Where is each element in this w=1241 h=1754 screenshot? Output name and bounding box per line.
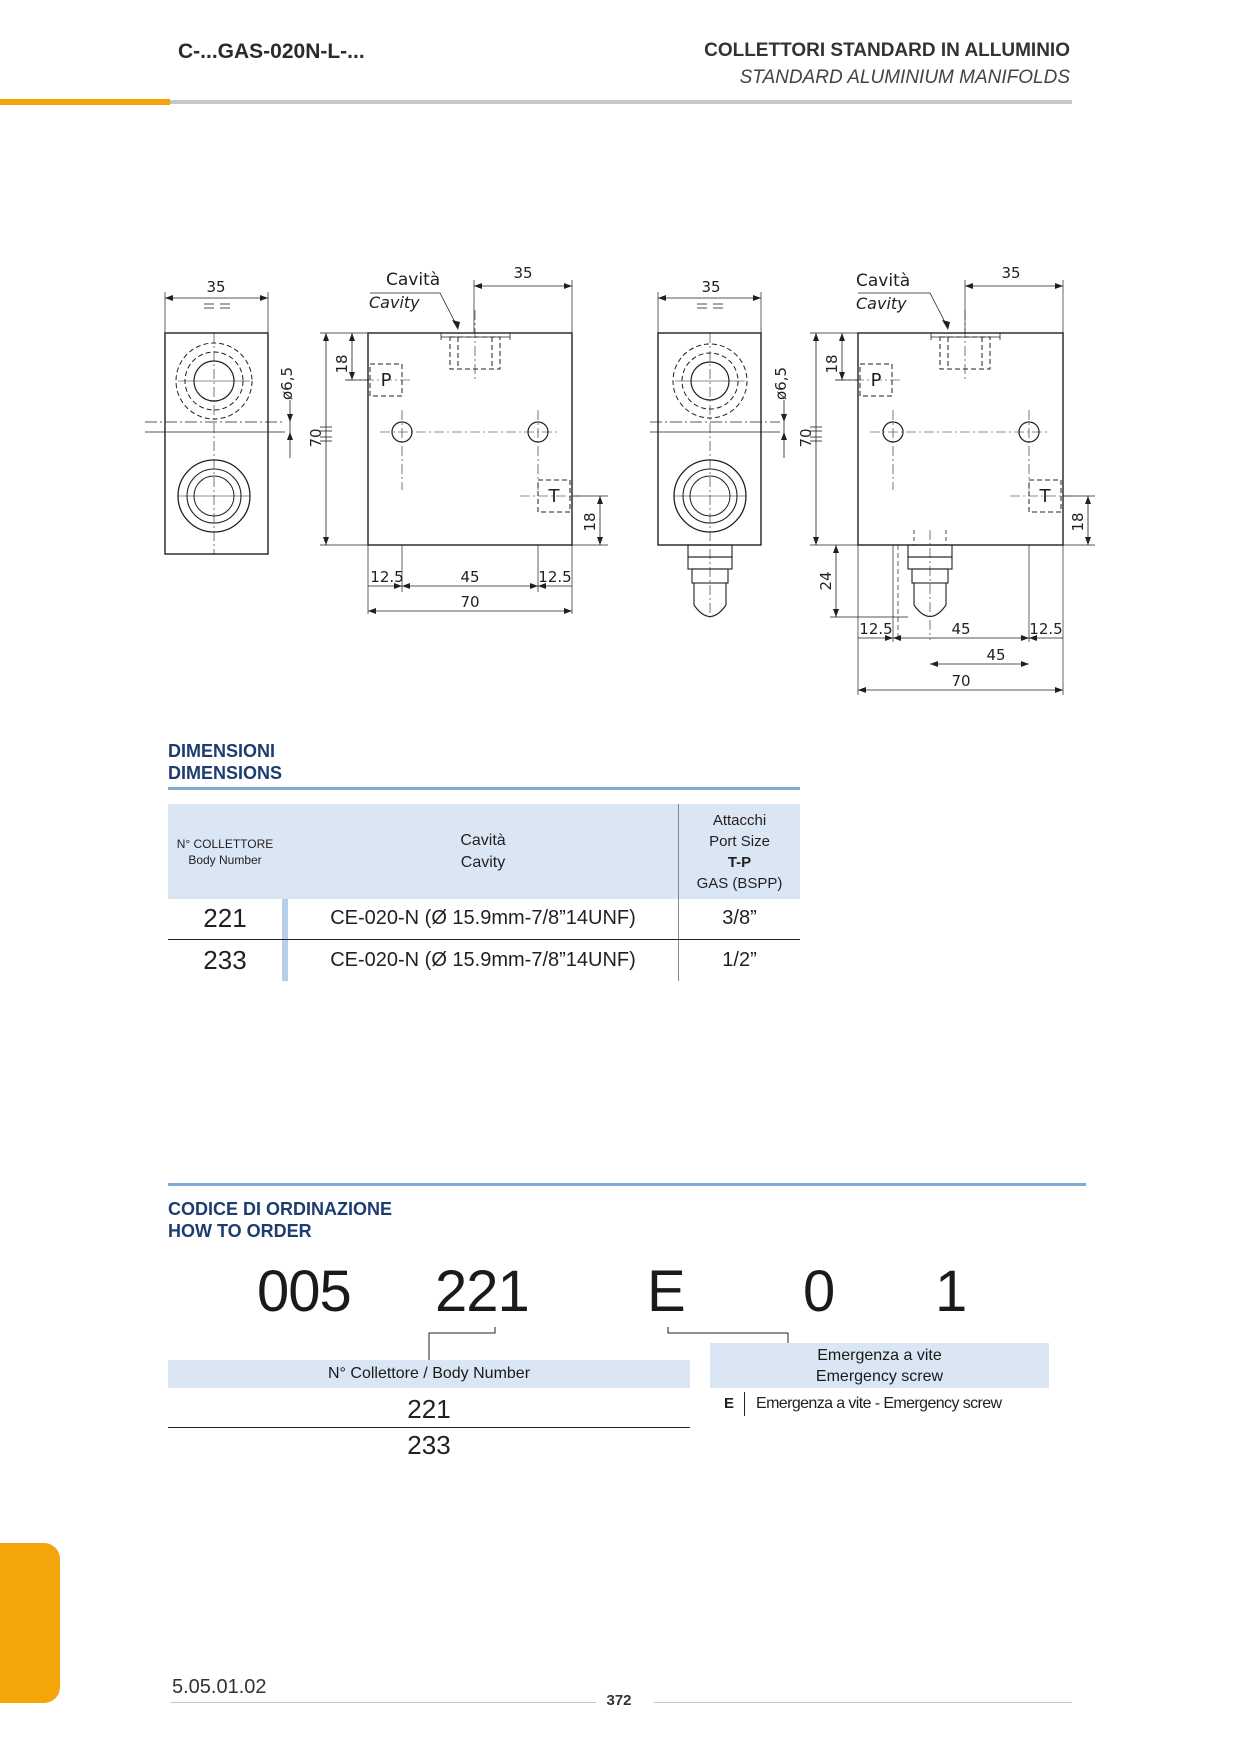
technical-drawing: 35 ø6,5 — [145, 264, 1095, 695]
body-option: 221 — [168, 1391, 690, 1428]
emergency-divider — [744, 1392, 745, 1416]
dim-label: 18 — [333, 354, 351, 373]
dim-label: 12.5 — [859, 620, 892, 638]
emergency-label: Emergenza a vite Emergency screw — [710, 1343, 1049, 1388]
port-label: T — [548, 486, 561, 507]
column-divider — [678, 939, 679, 981]
cavity-label-it: Cavità — [856, 271, 910, 291]
cell-cavity: CE-020-N (Ø 15.9mm-7/8”14UNF) — [330, 948, 636, 971]
dimensions-table: N° COLLETTORE Body Number Cavità Cavity … — [168, 804, 800, 981]
column-divider — [678, 899, 679, 939]
col-body-header: N° COLLETTORE Body Number — [168, 804, 282, 899]
page-number: 372 — [606, 1692, 632, 1709]
order-part-emergency: E — [647, 1259, 686, 1324]
dim-label: 12.5 — [538, 568, 571, 586]
col-port-header: Attacchi Port Size T-P GAS (BSPP) — [679, 804, 800, 899]
cavity-label-en: Cavity — [369, 293, 420, 312]
dim-label: 70 — [460, 593, 479, 611]
port-label: T — [1039, 486, 1052, 507]
table-row: 221 CE-020-N (Ø 15.9mm-7/8”14UNF) 3/8” — [168, 899, 800, 939]
footer-rule-left — [170, 1702, 596, 1703]
dim-label: 70 — [307, 428, 325, 447]
emergency-label-en: Emergency screw — [815, 1368, 944, 1385]
order-connectors — [428, 1327, 789, 1360]
dim-label: 18 — [581, 512, 599, 531]
order-part-digit: 1 — [935, 1259, 967, 1324]
footer-rule-right — [654, 1702, 1072, 1703]
dim-label: 18 — [823, 354, 841, 373]
header-title-en: STANDARD ALUMINIUM MANIFOLDS — [739, 67, 1070, 88]
header-rule — [170, 100, 1072, 104]
header-title-it: COLLETTORI STANDARD IN ALLUMINIO — [704, 40, 1070, 61]
dim-label: 45 — [951, 620, 970, 638]
dim-label: ø6,5 — [278, 367, 296, 400]
col-port-header-tp: T-P — [727, 853, 752, 871]
dim-label: 35 — [206, 278, 225, 296]
dimensions-title-en: DIMENSIONS — [168, 763, 283, 783]
cell-body: 233 — [203, 944, 247, 975]
table-row: 233 CE-020-N (Ø 15.9mm-7/8”14UNF) 1/2” — [168, 939, 800, 981]
dim-label: 35 — [513, 264, 532, 282]
product-code: C-...GAS-020N-L-... — [178, 40, 365, 63]
col-cavity-header: Cavità Cavity — [288, 804, 678, 899]
column-separator — [282, 939, 288, 981]
order-title-it: CODICE DI ORDINAZIONE — [168, 1199, 393, 1219]
header-accent-bar — [0, 99, 170, 105]
body-number-label: N° Collettore / Body Number — [168, 1360, 690, 1388]
order-title-en: HOW TO ORDER — [168, 1221, 312, 1241]
front-view-2 — [810, 280, 1095, 695]
cell-port: 3/8” — [722, 907, 757, 930]
dim-label: 18 — [1069, 512, 1087, 531]
side-view-2 — [650, 292, 787, 620]
section-tab — [0, 1543, 60, 1703]
dim-label: 70 — [797, 428, 815, 447]
cell-body: 221 — [203, 903, 247, 934]
cavity-label-en: Cavity — [856, 294, 907, 313]
col-port-header-en: Port Size — [709, 832, 770, 850]
col-body-header-en: Body Number — [188, 852, 262, 867]
dim-label: 45 — [460, 568, 479, 586]
body-option: 233 — [407, 1430, 451, 1460]
order-part-digit: 0 — [803, 1259, 835, 1324]
dim-label: 35 — [701, 278, 720, 296]
col-cavity-header-en: Cavity — [460, 853, 506, 871]
dim-label: 35 — [1001, 264, 1020, 282]
dimensions-title-it: DIMENSIONI — [168, 741, 276, 761]
front-view-1 — [320, 280, 608, 614]
cell-port: 1/2” — [722, 948, 757, 971]
dim-label: 45 — [986, 646, 1005, 664]
port-label: P — [381, 370, 392, 391]
footer-code: 5.05.01.02 — [172, 1676, 267, 1698]
cell-cavity: CE-020-N (Ø 15.9mm-7/8”14UNF) — [330, 907, 636, 930]
col-port-header-gas: GAS (BSPP) — [696, 874, 783, 892]
col-cavity-header-it: Cavità — [460, 831, 506, 849]
dim-label: 24 — [817, 571, 835, 590]
column-divider — [678, 804, 679, 899]
col-body-header-it: N° COLLETTORE — [176, 836, 274, 851]
column-separator — [282, 804, 288, 899]
port-label: P — [871, 370, 882, 391]
order-part-series: 005 — [257, 1259, 352, 1324]
dim-label: 70 — [951, 672, 970, 690]
dimensions-rule — [168, 787, 800, 790]
emergency-description: Emergenza a vite - Emergency screw — [756, 1395, 1002, 1412]
emergency-label-it: Emergenza a vite — [817, 1347, 942, 1364]
column-separator — [282, 899, 288, 939]
side-view-1 — [145, 292, 293, 555]
order-part-body: 221 — [435, 1259, 530, 1324]
emergency-code: E — [724, 1395, 735, 1412]
order-rule — [168, 1183, 1086, 1186]
dim-label: 12.5 — [1029, 620, 1062, 638]
col-port-header-it: Attacchi — [712, 811, 767, 829]
dim-label: ø6,5 — [772, 367, 790, 400]
cavity-label-it: Cavità — [386, 270, 440, 290]
dim-label: 12.5 — [370, 568, 403, 586]
